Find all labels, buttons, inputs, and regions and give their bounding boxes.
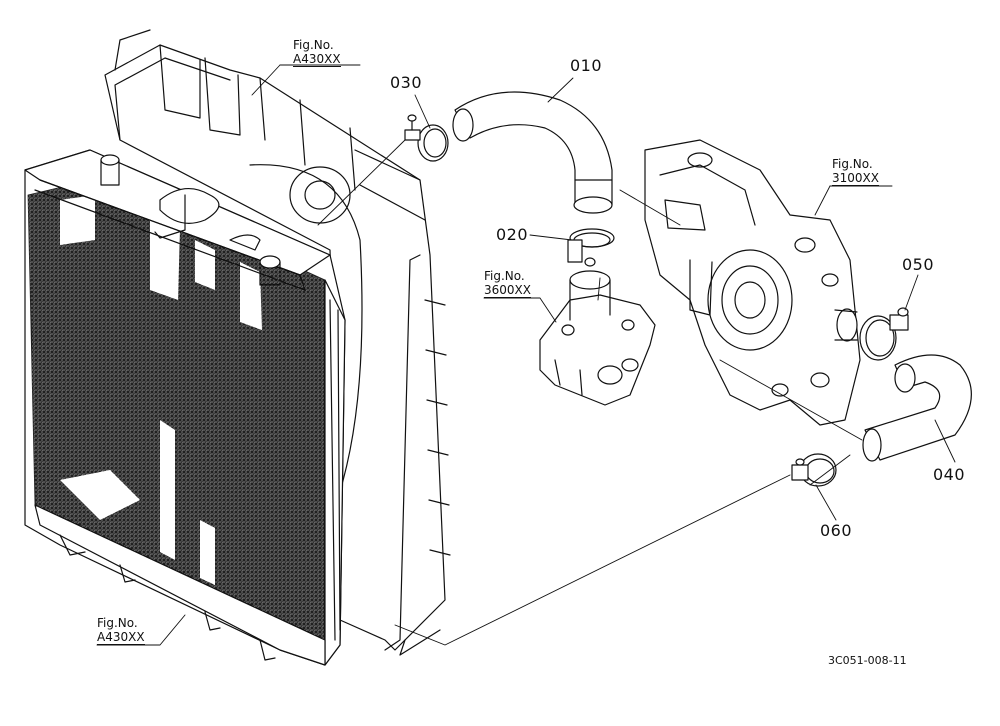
part-label-020[interactable]: 020 [496, 225, 529, 244]
fig-ref-line1: Fig.No. [293, 38, 334, 52]
leader-lines [96, 64, 956, 646]
part-label-010[interactable]: 010 [570, 56, 603, 75]
water-pump-housing [644, 139, 861, 426]
fig-ref-line2: A430XX [97, 630, 145, 645]
assembly-lines [317, 139, 863, 646]
fig-ref-thermostat[interactable]: Fig.No. 3600XX [484, 269, 531, 298]
part-label-050[interactable]: 050 [902, 255, 935, 274]
fig-ref-line2: A430XX [293, 52, 341, 67]
clamp-060[interactable] [791, 453, 837, 487]
part-label-060[interactable]: 060 [820, 521, 853, 540]
fig-ref-line1: Fig.No. [484, 269, 525, 283]
fig-ref-radiator-top[interactable]: Fig.No. A430XX [293, 38, 341, 67]
clamp-050[interactable] [859, 307, 909, 361]
hose-040[interactable] [862, 354, 972, 462]
clamp-020[interactable] [567, 228, 615, 267]
radiator-core [24, 29, 346, 666]
hose-010[interactable] [452, 91, 613, 214]
fig-ref-line2: 3100XX [832, 171, 879, 186]
part-label-040[interactable]: 040 [933, 465, 966, 484]
drawing-code: 3C051-008-11 [828, 654, 907, 667]
fig-ref-water-pump[interactable]: Fig.No. 3100XX [832, 157, 879, 186]
fig-ref-line1: Fig.No. [832, 157, 873, 171]
fig-ref-line2: 3600XX [484, 283, 531, 298]
thermostat-housing [539, 270, 656, 406]
clamp-030[interactable] [404, 114, 449, 162]
part-label-030[interactable]: 030 [390, 73, 423, 92]
fig-ref-radiator-bottom[interactable]: Fig.No. A430XX [97, 616, 145, 645]
fig-ref-line1: Fig.No. [97, 616, 138, 630]
